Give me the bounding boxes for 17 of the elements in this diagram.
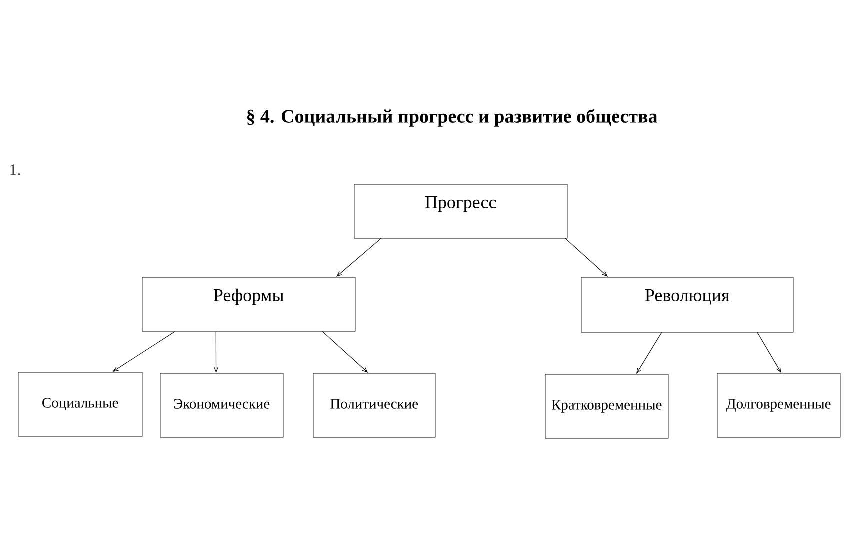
arrow [336,238,382,277]
category-box: Реформы [142,277,356,332]
category-box: Экономические [160,373,284,438]
category-box: Прогресс [354,184,568,239]
arrow [112,331,176,372]
arrow [214,331,219,373]
list-number: 1. [10,164,20,176]
category-box: Долговременные [717,373,841,438]
category-box: Кратковременные [545,374,669,439]
category-box: Политические [313,373,436,438]
category-box: Социальные [18,372,143,437]
arrow [322,331,368,373]
arrow [757,332,782,373]
category-box: Революция [581,277,794,333]
arrow [636,332,662,374]
arrow [565,238,608,277]
title: § 4. Социальный прогресс и развитие общества [247,109,658,127]
